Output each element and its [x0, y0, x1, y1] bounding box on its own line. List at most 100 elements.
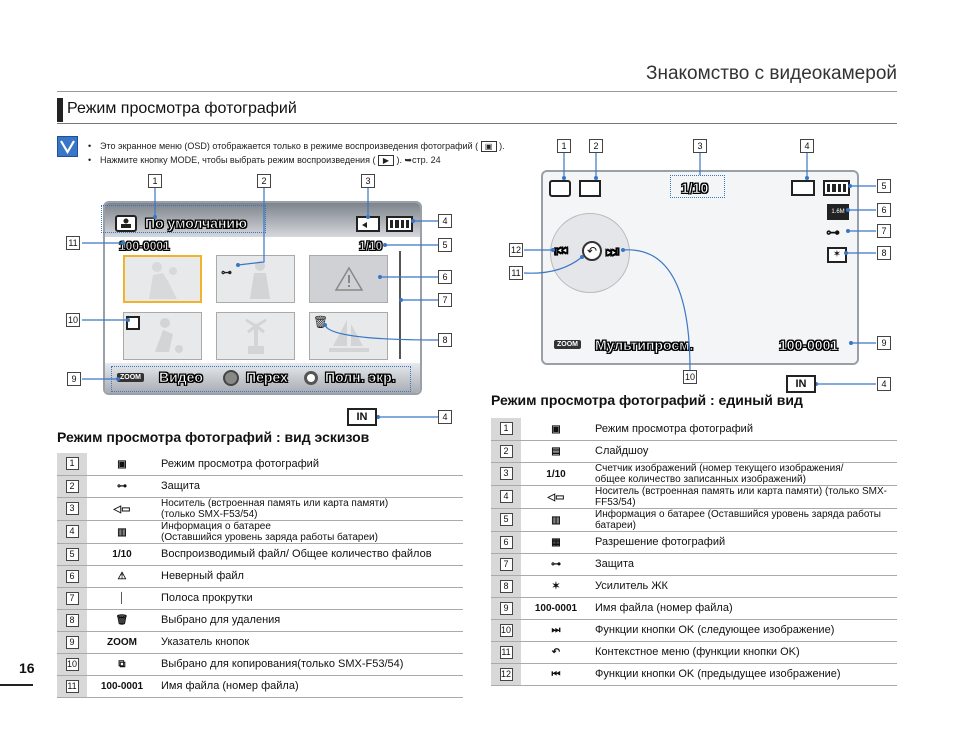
legend-number: 6	[499, 535, 513, 549]
notes-list: Это экранное меню (OSD) отображается тол…	[88, 139, 505, 167]
legend-row: 6 ▦ Разрешение фотографий	[491, 531, 897, 554]
legend-row: 2 ▤ Слайдшоу	[491, 440, 897, 463]
image-counter: 1/10	[359, 239, 383, 254]
s-callout-8: 8	[877, 246, 891, 260]
scrollbar-icon: │	[118, 593, 126, 604]
legend-number: 2	[499, 444, 513, 458]
legend-text: Разрешение фотографий	[591, 531, 897, 554]
legend-text: Режим просмотра фотографий	[157, 453, 463, 476]
legend-text: Воспроизводимый файл/ Общее количество ф…	[157, 543, 463, 566]
note-item: Это экранное меню (OSD) отображается тол…	[88, 139, 505, 153]
legend-number: 11	[65, 679, 79, 693]
photo-mode-icon: ▣	[551, 423, 561, 435]
return-icon[interactable]: ↶	[582, 241, 602, 261]
note-text: Это экранное меню (OSD) отображается тол…	[100, 141, 479, 151]
s-callout-10: 10	[683, 370, 697, 384]
section-title: Режим просмотра фотографий	[67, 100, 297, 117]
thumbnail-3-invalid[interactable]	[309, 255, 388, 303]
next-icon[interactable]: ⏭	[606, 243, 619, 260]
note-tail: ).	[499, 141, 505, 151]
fullscreen-button-label[interactable]: Полн. экр.	[325, 369, 396, 386]
legend-number: 12	[499, 667, 513, 681]
legend-row: 11↶Контекстное меню (функции кнопки OK)	[491, 641, 897, 664]
page-number: 16	[19, 660, 35, 676]
legend-text: Носитель (встроенная память или карта па…	[157, 497, 463, 521]
in-storage-icon: IN	[786, 375, 816, 393]
legend-row: 5▥Информация о батарее (Оставшийся урове…	[491, 508, 897, 532]
legend-text: Информация о батарее(Оставшийся уровень …	[157, 520, 463, 544]
thumbnail-view-screen: По умолчанию 100-0001 1/10 ⊶ 🗑 ZOOM Виде…	[103, 201, 422, 395]
filename: 100-0001	[100, 681, 144, 692]
legend-text: Носитель (встроенная память или карта па…	[591, 485, 897, 509]
legend-number: 3	[499, 467, 513, 480]
prev-icon[interactable]: ⏮	[555, 243, 568, 260]
callout-4: 4	[438, 214, 452, 228]
thumbnail-4[interactable]	[123, 312, 202, 360]
move-button-label[interactable]: Перех	[246, 369, 288, 386]
legend-number: 1	[65, 457, 79, 471]
legend-number: 5	[499, 513, 513, 526]
legend-number: 10	[499, 623, 513, 637]
note-text: Нажмите кнопку MODE, чтобы выбрать режим…	[100, 155, 376, 165]
callout-3: 3	[361, 174, 375, 188]
thumbnail-6[interactable]: 🗑	[309, 312, 388, 360]
legend-number: 10	[65, 657, 79, 671]
storage-icon	[791, 180, 815, 196]
storage-icon: ◁▭	[547, 491, 565, 503]
callout-1: 1	[148, 174, 162, 188]
resolution-icon: ▦	[551, 537, 561, 548]
legend-number: 7	[499, 557, 513, 571]
image-counter: 1/10	[681, 180, 709, 197]
legend-row: 8🗑Выбрано для удаления	[57, 609, 463, 632]
legend-row: 5 1/10 Воспроизводимый файл/ Общее количес…	[57, 543, 463, 566]
legend-number: 9	[499, 601, 513, 615]
legend-number: 2	[65, 479, 79, 493]
legend-number: 4	[65, 525, 79, 538]
page-header-title: Знакомство с видеокамерой	[646, 63, 897, 84]
ok-button-icon	[304, 371, 318, 385]
s-callout-11: 11	[509, 266, 523, 280]
battery-icon	[386, 216, 413, 232]
legend-row: 12⏮Функции кнопки OK (предыдущее изображ…	[491, 663, 897, 686]
legend-row: 1▣Режим просмотра фотографий	[491, 418, 897, 441]
multiview-button-label[interactable]: Мультипросм.	[595, 337, 694, 354]
s-callout-7: 7	[877, 224, 891, 238]
legend-row: 3◁▭Носитель (встроенная память или карта…	[57, 497, 463, 521]
video-button-label[interactable]: Видео	[159, 369, 204, 386]
legend-number: 8	[65, 613, 79, 627]
legend-text: Слайдшоу	[591, 440, 897, 463]
scrollbar[interactable]	[399, 251, 401, 359]
legend-text: Имя файла (номер файла)	[157, 675, 463, 698]
legend-number: 5	[65, 547, 79, 561]
callout-5: 5	[438, 238, 452, 252]
slideshow-icon: ▤	[551, 446, 561, 457]
legend-text: Полоса прокрутки	[157, 587, 463, 610]
counter: 1/10	[112, 549, 132, 560]
s-callout-4-external: 4	[877, 377, 891, 391]
invalid-file-icon	[334, 266, 363, 291]
photo-mode-icon	[549, 180, 571, 197]
thumb-section-title: Режим просмотра фотографий : вид эскизов	[57, 429, 370, 445]
thumbnail-5[interactable]	[216, 312, 295, 360]
s-callout-3: 3	[693, 139, 707, 153]
mode-label: По умолчанию	[145, 215, 248, 232]
zoom-indicator: ZOOM	[554, 340, 581, 349]
storage-icon: ◁▭	[113, 503, 131, 515]
s-callout-12: 12	[509, 243, 523, 257]
legend-row: 8✶Усилитель ЖК	[491, 575, 897, 598]
prev-icon: ⏮	[551, 669, 561, 680]
gain-icon: ✶	[551, 581, 561, 592]
next-icon: ⏭	[551, 625, 561, 636]
protect-key-icon: ⊶	[551, 559, 561, 570]
file-name: 100-0001	[779, 337, 839, 354]
legend-text: Контекстное меню (функции кнопки OK)	[591, 641, 897, 664]
filename: 100-0001	[534, 603, 578, 614]
callout-8: 8	[438, 333, 452, 347]
protect-key-icon: ⊶	[826, 224, 840, 240]
thumbnail-1[interactable]	[123, 255, 202, 303]
resolution-icon: 1.6M	[827, 204, 849, 220]
callout-11: 11	[66, 236, 80, 250]
